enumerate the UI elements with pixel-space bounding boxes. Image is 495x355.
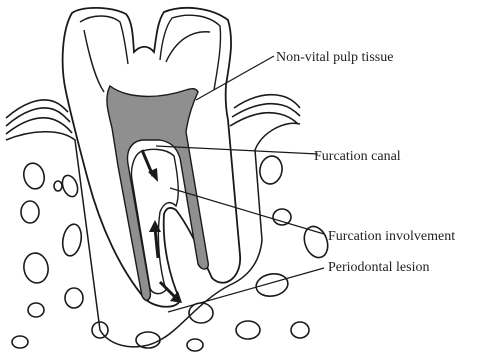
label-periodontal-lesion: Periodontal lesion xyxy=(328,260,430,275)
label-furcation-involvement: Furcation involvement xyxy=(328,229,455,244)
label-furcation-canal: Furcation canal xyxy=(314,149,401,164)
label-non-vital-pulp-tissue: Non-vital pulp tissue xyxy=(276,50,393,65)
gum-crest-right xyxy=(230,95,300,126)
gum-crest-left xyxy=(6,100,72,134)
